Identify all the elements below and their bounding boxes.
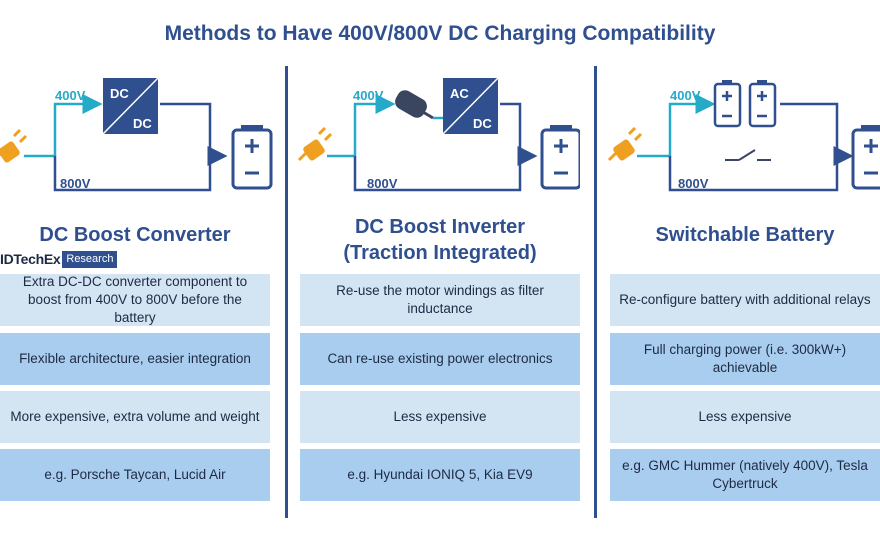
list-item: Extra DC-DC converter component to boost… [0, 274, 270, 326]
list-item: Flexible architecture, easier integratio… [0, 333, 270, 385]
relay-switch-icon [725, 149, 771, 161]
column-heading: DC Boost Inverter (Traction Integrated) [343, 216, 537, 264]
column-heading: DC Boost Converter [39, 224, 231, 246]
plug-icon [0, 128, 28, 163]
voltage-label-800: 800V [60, 176, 91, 191]
voltage-label-400: 400V [55, 88, 86, 103]
svg-text:DC: DC [133, 116, 152, 131]
voltage-label-400: 400V [670, 88, 701, 103]
page-title: Methods to Have 400V/800V DC Charging Co… [164, 22, 716, 45]
voltage-label-800: 800V [367, 176, 398, 191]
dc-boost-converter-diagram: DC DC 400V 800V [0, 77, 273, 192]
battery-icon [231, 125, 273, 190]
list-item: e.g. Porsche Taycan, Lucid Air [0, 449, 270, 501]
list-item: e.g. GMC Hummer (natively 400V), Tesla C… [610, 449, 880, 501]
plug-icon [607, 126, 643, 162]
dc-dc-converter-box: DC DC [102, 77, 159, 135]
list-item: Re-configure battery with additional rel… [610, 274, 880, 326]
list-item: Less expensive [300, 391, 580, 443]
column-divider-1 [285, 66, 288, 518]
column-heading: Switchable Battery [655, 224, 835, 246]
list-item: More expensive, extra volume and weight [0, 391, 270, 443]
dc-boost-inverter-diagram: AC DC 400V 800V [297, 77, 580, 192]
plug-icon [297, 126, 333, 162]
ac-dc-inverter-box: AC DC [442, 77, 499, 135]
logo: IDTechEx Research [0, 250, 118, 268]
list-item: Re-use the motor windings as filter indu… [300, 274, 580, 326]
switchable-battery-diagram: 400V 800V [607, 80, 880, 192]
svg-text:DC: DC [110, 86, 129, 101]
motor-icon [395, 90, 434, 120]
list-item: Full charging power (i.e. 300kW+) achiev… [610, 333, 880, 385]
svg-text:AC: AC [450, 86, 469, 101]
voltage-label-800: 800V [678, 176, 709, 191]
svg-text:DC: DC [473, 116, 492, 131]
list-item: e.g. Hyundai IONIQ 5, Kia EV9 [300, 449, 580, 501]
battery-cell-icon [713, 80, 742, 128]
battery-icon [540, 125, 580, 190]
battery-cell-icon [748, 80, 777, 128]
voltage-label-400: 400V [353, 88, 384, 103]
column-divider-2 [594, 66, 597, 518]
list-item: Can re-use existing power electronics [300, 333, 580, 385]
list-item: Less expensive [610, 391, 880, 443]
battery-icon [851, 125, 880, 190]
